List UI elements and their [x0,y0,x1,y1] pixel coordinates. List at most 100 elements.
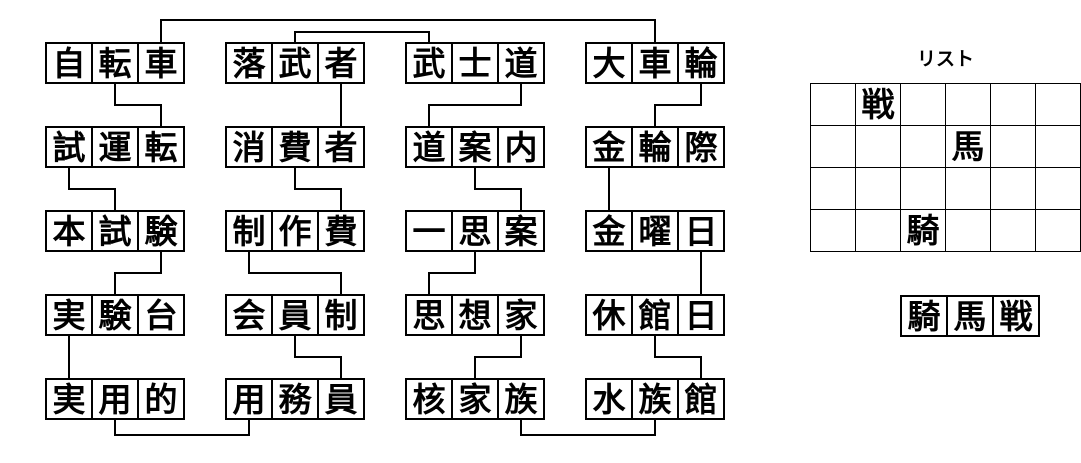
kanji-cell: 家 [499,296,543,334]
kanji-cell: 転 [93,44,137,82]
list-grid: 戦馬騎 [810,83,1081,252]
list-grid-cell [946,210,990,251]
kanji-cell: 的 [139,380,183,418]
word-box: 落 武 者 [225,42,365,84]
kanji-cell: 族 [633,380,677,418]
kanji-cell: 際 [679,128,723,166]
kanji-cell: 館 [679,380,723,418]
word-box: 金 曜 日 [585,210,725,252]
word-box: 自 転 車 [45,42,185,84]
kanji-cell: 思 [407,296,451,334]
list-grid-cell [991,210,1035,251]
kanji-cell: 大 [587,44,631,82]
list-grid-cell [901,84,945,125]
word-box: 大 車 輪 [585,42,725,84]
kanji-cell: 制 [319,296,363,334]
connection-line [114,252,162,294]
list-grid-cell [946,84,990,125]
kanji-cell: 一 [407,212,451,250]
list-grid-cell: 戦 [856,84,900,125]
kanji-cell: 武 [407,44,451,82]
kanji-cell: 道 [499,44,543,82]
word-box: 金 輪 際 [585,126,725,168]
kanji-cell: 内 [499,128,543,166]
connection-line [520,420,656,436]
list-grid-cell [901,126,945,167]
kanji-cell: 日 [679,212,723,250]
list-grid-cell [811,126,855,167]
connection-line [294,336,342,378]
kanji-cell: 思 [453,212,497,250]
connection-line [294,31,430,42]
connection-line [160,19,656,42]
kanji-cell: 輪 [679,44,723,82]
kanji-cell: 馬 [948,297,992,335]
kanji-cell: 族 [499,380,543,418]
kanji-cell: 案 [499,212,543,250]
kanji-cell: 験 [93,296,137,334]
kanji-cell: 車 [139,44,183,82]
kanji-cell: 戦 [994,297,1038,335]
list-grid-cell [991,126,1035,167]
kanji-cell: 落 [227,44,271,82]
kanji-cell: 作 [273,212,317,250]
kanji-cell: 試 [93,212,137,250]
list-grid-cell [1036,210,1080,251]
connection-line [114,84,162,126]
kanji-cell: 日 [679,296,723,334]
kanji-cell: 消 [227,128,271,166]
list-grid-cell [856,168,900,209]
kanji-cell: 案 [453,128,497,166]
kanji-cell: 曜 [633,212,677,250]
kanji-cell: 運 [93,128,137,166]
kanji-cell: 試 [47,128,91,166]
kanji-cell: 金 [587,128,631,166]
word-box: 思 想 家 [405,294,545,336]
kanji-cell: 士 [453,44,497,82]
kanji-cell: 用 [227,380,271,418]
kanji-cell: 実 [47,296,91,334]
list-grid-cell [901,168,945,209]
word-box: 休 館 日 [585,294,725,336]
list-grid-cell [946,168,990,209]
kanji-cell: 者 [319,44,363,82]
connection-line [294,168,342,210]
kanji-cell: 制 [227,212,271,250]
word-box: 用 務 員 [225,378,365,420]
list-grid-cell [811,168,855,209]
kanji-cell: 員 [273,296,317,334]
kanji-cell: 武 [273,44,317,82]
list-title: リスト [916,48,974,70]
kanji-cell: 家 [453,380,497,418]
list-grid-cell [811,84,855,125]
answer-word-box: 騎 馬 戦 [900,295,1040,337]
word-box: 制 作 費 [225,210,365,252]
kanji-cell: 水 [587,380,631,418]
word-box: 消 費 者 [225,126,365,168]
kanji-cell: 核 [407,380,451,418]
kanji-cell: 館 [633,296,677,334]
list-grid-cell: 騎 [901,210,945,251]
connection-line [474,168,522,210]
kanji-cell: 者 [319,128,363,166]
connection-line [654,84,702,126]
list-grid-cell [856,210,900,251]
kanji-cell: 実 [47,380,91,418]
word-box: 実 験 台 [45,294,185,336]
word-box: 道 案 内 [405,126,545,168]
kanji-cell: 費 [319,212,363,250]
kanji-cell: 休 [587,296,631,334]
kanji-cell: 騎 [902,297,946,335]
kanji-cell: 用 [93,380,137,418]
connection-line [68,168,116,210]
kanji-cell: 金 [587,212,631,250]
list-grid-cell [1036,84,1080,125]
kanji-cell: 費 [273,128,317,166]
kanji-cell: 道 [407,128,451,166]
kanji-cell: 台 [139,296,183,334]
word-box: 一 思 案 [405,210,545,252]
list-grid-cell [991,168,1035,209]
kanji-cell: 車 [633,44,677,82]
